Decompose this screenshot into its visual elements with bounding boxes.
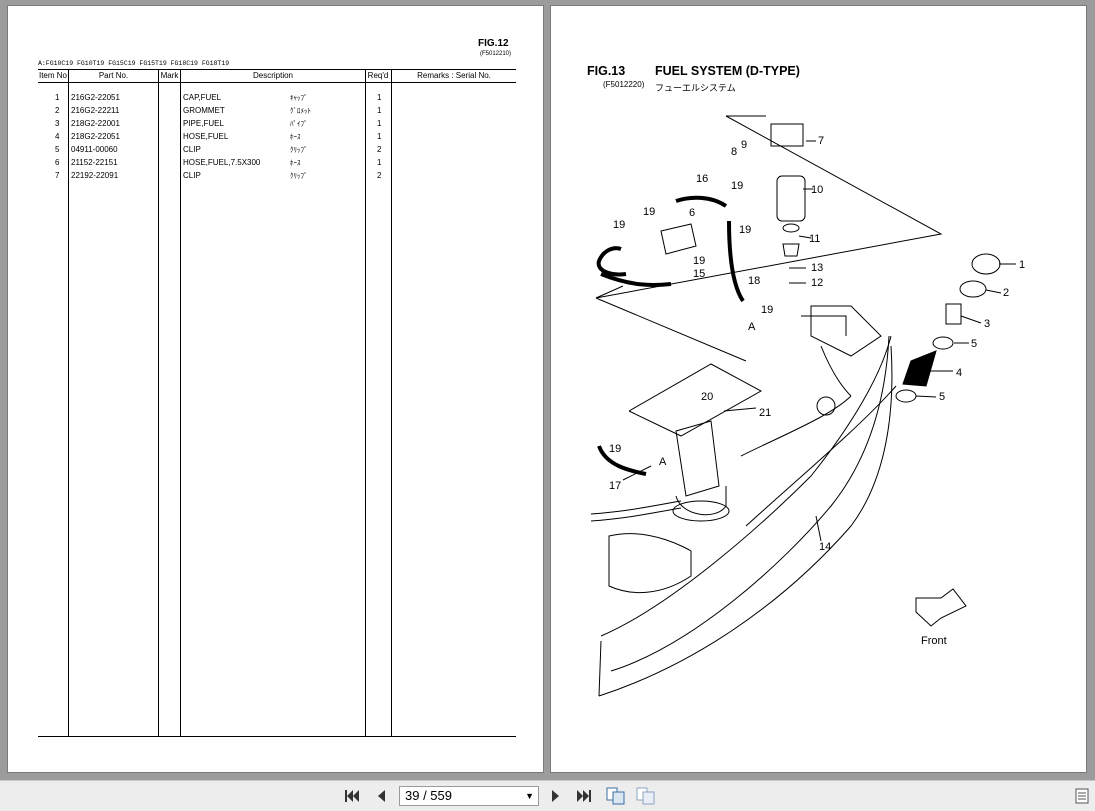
svg-text:10: 10 bbox=[811, 184, 823, 196]
page-number-value: 39 / 559 bbox=[405, 788, 452, 803]
header-description: Description bbox=[252, 71, 293, 80]
header-part: Part No. bbox=[98, 71, 129, 80]
svg-text:3: 3 bbox=[984, 318, 990, 330]
chevron-down-icon: ▼ bbox=[525, 791, 534, 801]
svg-text:14: 14 bbox=[819, 541, 831, 553]
svg-text:20: 20 bbox=[701, 391, 713, 403]
page-number-select[interactable]: 39 / 559 ▼ bbox=[399, 786, 539, 806]
svg-text:4: 4 bbox=[956, 367, 962, 379]
parts-table: Item No Part No. Mark Description Req'd … bbox=[38, 69, 516, 737]
svg-text:7: 7 bbox=[818, 135, 824, 147]
svg-text:11: 11 bbox=[809, 233, 820, 245]
fig-code: (F5012220) bbox=[603, 80, 645, 89]
two-page-icon bbox=[636, 787, 655, 805]
header-remarks: Remarks : Serial No. bbox=[417, 71, 491, 80]
svg-text:5: 5 bbox=[939, 391, 945, 403]
fig-code: (F5012210) bbox=[480, 51, 512, 57]
svg-text:A: A bbox=[659, 456, 667, 468]
diagram-page: FIG.13 FUEL SYSTEM (D-TYPE) (F5012220) フ… bbox=[550, 5, 1087, 773]
svg-text:21: 21 bbox=[759, 407, 771, 419]
prev-page-button[interactable] bbox=[371, 787, 391, 805]
last-page-button[interactable] bbox=[574, 787, 594, 805]
svg-text:19: 19 bbox=[739, 224, 751, 236]
first-page-icon bbox=[345, 790, 359, 802]
svg-text:16: 16 bbox=[696, 173, 708, 185]
svg-text:19: 19 bbox=[761, 304, 773, 316]
last-page-icon bbox=[577, 790, 591, 802]
svg-text:A: A bbox=[748, 321, 756, 333]
first-page-button[interactable] bbox=[342, 787, 362, 805]
diagram-title: FUEL SYSTEM (D-TYPE) bbox=[655, 64, 800, 78]
svg-text:19: 19 bbox=[731, 180, 743, 192]
fit-page-button[interactable] bbox=[605, 787, 627, 805]
model-list: A:FG10C19 FG10T19 FG15C19 FG15T19 FG18C1… bbox=[38, 60, 230, 67]
fuel-system-diagram: 1 2 3 4 5 5 6 7 8 9 10 11 12 13 14 15 16… bbox=[590, 115, 1025, 697]
viewer-toolbar: 39 / 559 ▼ bbox=[0, 780, 1095, 811]
svg-text:19: 19 bbox=[609, 443, 621, 455]
svg-text:12: 12 bbox=[811, 277, 823, 289]
svg-text:13: 13 bbox=[811, 262, 823, 274]
callout-labels: 1 2 3 4 5 5 6 7 8 9 10 11 12 13 14 15 16… bbox=[609, 135, 1025, 647]
svg-text:9: 9 bbox=[741, 139, 747, 151]
svg-text:8: 8 bbox=[731, 146, 737, 158]
front-label: Front bbox=[921, 635, 947, 647]
fig-number: FIG.13 bbox=[587, 64, 626, 78]
next-page-icon bbox=[552, 790, 559, 802]
svg-text:17: 17 bbox=[609, 480, 621, 492]
next-page-button[interactable] bbox=[546, 787, 566, 805]
diagram-title-jp: フューエルシステム bbox=[655, 83, 736, 93]
svg-text:18: 18 bbox=[748, 275, 760, 287]
svg-text:19: 19 bbox=[693, 255, 705, 267]
prev-page-icon bbox=[378, 790, 385, 802]
svg-text:15: 15 bbox=[693, 268, 705, 280]
fit-page-icon bbox=[606, 787, 625, 805]
header-reqd: Req'd bbox=[367, 71, 389, 80]
svg-text:19: 19 bbox=[613, 219, 625, 231]
svg-text:2: 2 bbox=[1003, 287, 1009, 299]
svg-text:6: 6 bbox=[689, 207, 695, 219]
parts-list-page: FIG.12 (F5012210) A:FG10C19 FG10T19 FG15… bbox=[7, 5, 544, 773]
svg-text:1: 1 bbox=[1019, 259, 1025, 271]
header-item: Item No bbox=[38, 71, 67, 80]
header-mark: Mark bbox=[160, 71, 179, 80]
sidebar-toggle-icon bbox=[1075, 788, 1089, 804]
svg-text:19: 19 bbox=[643, 206, 655, 218]
fig-number: FIG.12 bbox=[478, 38, 509, 49]
two-page-button[interactable] bbox=[635, 787, 657, 805]
svg-text:5: 5 bbox=[971, 338, 977, 350]
sidebar-toggle-button[interactable] bbox=[1072, 787, 1092, 805]
